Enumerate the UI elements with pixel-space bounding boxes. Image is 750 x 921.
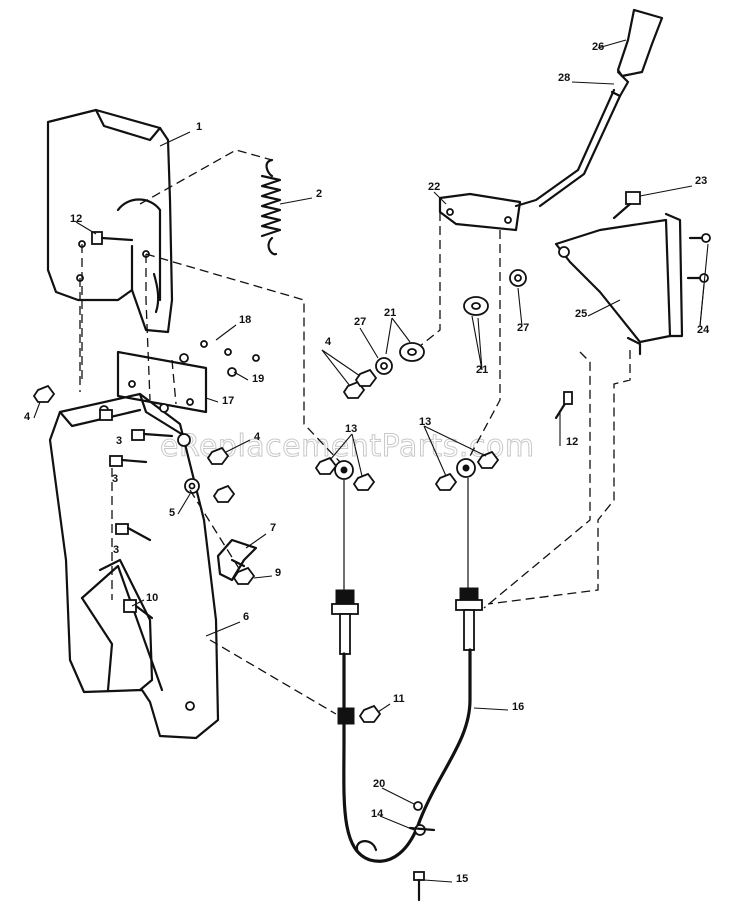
part-23-bolt — [612, 191, 641, 220]
callout-c11: 11 — [393, 693, 405, 705]
part-10-bolt — [123, 599, 154, 620]
callout-c10: 10 — [146, 592, 158, 604]
callout-c22: 22 — [428, 181, 440, 193]
callout-c3c: 3 — [113, 544, 119, 556]
part-7-clip — [216, 538, 258, 582]
callout-c3b: 3 — [112, 473, 118, 485]
part-27-washers — [375, 269, 527, 375]
callout-c21b: 21 — [476, 364, 488, 376]
callout-c5: 5 — [169, 507, 175, 519]
callout-c3a: 3 — [116, 435, 122, 447]
callout-c27a: 27 — [354, 316, 366, 328]
part-13-cable-ends — [314, 450, 500, 491]
part-24-bolts — [686, 233, 711, 283]
part-1-upper-bracket — [46, 108, 174, 334]
callout-c4b: 4 — [254, 431, 261, 443]
part-5-washer — [177, 433, 200, 494]
callout-c14: 14 — [371, 808, 384, 820]
part-14-clamp — [408, 824, 436, 836]
alignment-lines — [79, 149, 631, 715]
part-12-bolt-right — [554, 391, 573, 420]
callout-c12a: 12 — [70, 213, 82, 225]
part-9-nut — [232, 566, 256, 585]
callout-c20: 20 — [373, 778, 385, 790]
callout-c28: 28 — [558, 72, 570, 84]
part-2-spring — [260, 158, 282, 256]
part-20-washer — [413, 801, 423, 811]
part-12-bolt — [91, 231, 134, 245]
callout-c17: 17 — [222, 395, 234, 407]
part-18-screws — [179, 340, 260, 377]
part-11-nut — [358, 704, 382, 723]
callout-c4a: 4 — [24, 411, 31, 423]
part-26-handle — [616, 8, 664, 78]
part-17-plate — [116, 350, 208, 414]
callout-c2: 2 — [316, 188, 322, 200]
callout-c21a: 21 — [384, 307, 396, 319]
callout-c9: 9 — [275, 567, 281, 579]
callout-c13b: 13 — [419, 416, 431, 428]
part-3-bolts — [99, 409, 174, 542]
callout-c26: 26 — [592, 41, 604, 53]
leader-lines — [33, 39, 709, 883]
part-15-screw — [413, 871, 425, 902]
part-4-nuts — [32, 368, 378, 503]
callout-c4c: 4 — [325, 336, 332, 348]
callout-labels: 1233344456791011121213131415161718192021… — [24, 41, 710, 885]
callout-c1: 1 — [196, 121, 202, 133]
callout-c16: 16 — [512, 701, 524, 713]
callout-c18: 18 — [239, 314, 251, 326]
part-21-bushings — [399, 296, 489, 362]
callout-c12b: 12 — [566, 436, 578, 448]
callout-c19: 19 — [252, 373, 264, 385]
callout-c25: 25 — [575, 308, 587, 320]
part-25-bracket — [554, 212, 684, 356]
callout-c23: 23 — [695, 175, 707, 187]
part-16-cable — [331, 478, 483, 863]
part-28-lever — [514, 70, 630, 208]
callout-c7: 7 — [270, 522, 276, 534]
part-22-plate — [438, 192, 522, 232]
callout-c27b: 27 — [517, 322, 529, 334]
callout-c24: 24 — [697, 324, 710, 336]
callout-c6: 6 — [243, 611, 249, 623]
callout-c13a: 13 — [345, 423, 357, 435]
callout-c15: 15 — [456, 873, 468, 885]
